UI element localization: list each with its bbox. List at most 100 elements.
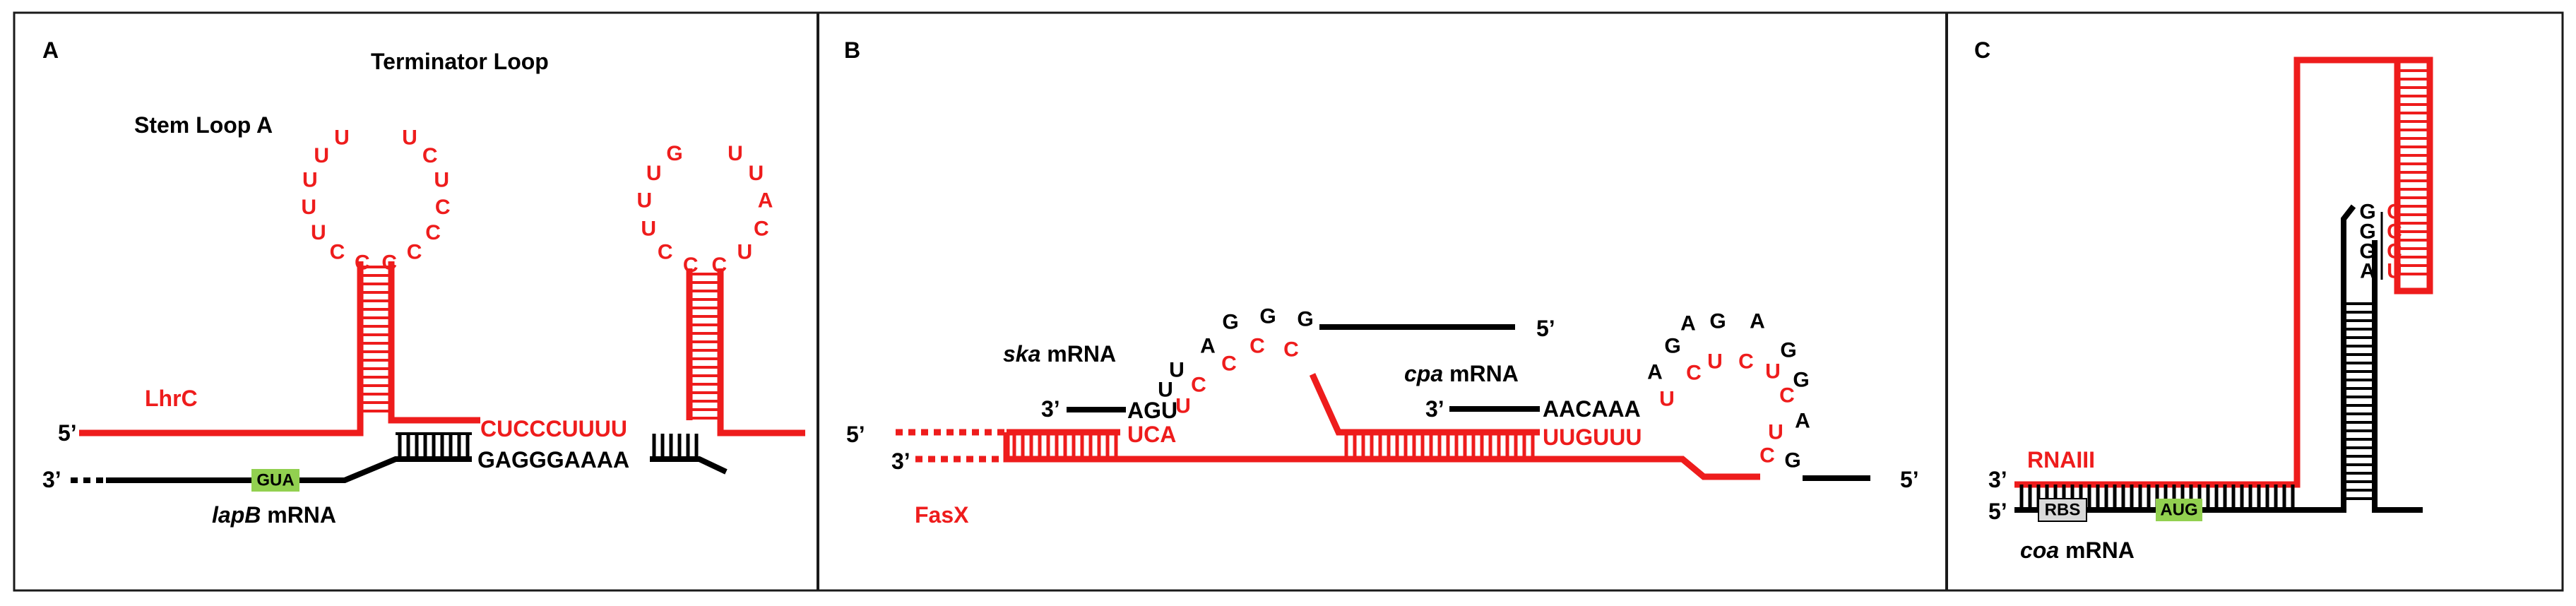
aug-box bbox=[2156, 499, 2202, 521]
loop-a-nucleotide: C bbox=[355, 251, 370, 275]
cpa-loop-red-nucleotide: C bbox=[1779, 384, 1795, 408]
aug-box-label: AUG bbox=[2160, 501, 2197, 520]
loop-a-nucleotide: C bbox=[330, 241, 345, 264]
ska-black-nucleotide: G bbox=[1259, 305, 1276, 328]
stem-loop-a-label: Stem Loop A bbox=[134, 112, 273, 138]
fasx-ska-pairing bbox=[1012, 432, 1118, 459]
ska-red-nucleotide: U bbox=[1175, 395, 1191, 418]
rnaiii-three-prime: 3’ bbox=[1988, 467, 2007, 492]
figure-frame bbox=[13, 11, 2564, 592]
ska-three-prime: 3’ bbox=[1041, 396, 1060, 422]
rnaiii-label: RNAIII bbox=[2027, 447, 2095, 473]
ska-red-nucleotide: C bbox=[1250, 335, 1265, 358]
lhrc-lapb-pairing-2 bbox=[652, 434, 699, 459]
lapb-strand-right bbox=[650, 456, 728, 475]
cpa-loop-red-nucleotide: U bbox=[1768, 421, 1783, 444]
loop-a-nucleotide: U bbox=[311, 221, 326, 244]
loop-b-nucleotide: G bbox=[666, 142, 682, 165]
coa-mrna-label: coa mRNA bbox=[2020, 537, 2135, 563]
loop-b-nucleotide: C bbox=[711, 254, 727, 277]
cpa-loop-red-nucleotide: U bbox=[1765, 360, 1781, 384]
loop-b-nucleotide: C bbox=[658, 240, 673, 263]
coa-black-nucleotide: A bbox=[2360, 260, 2375, 283]
lhrc-strand-right bbox=[717, 268, 805, 436]
rnaiii-hairpin-rungs bbox=[2397, 69, 2430, 275]
cpa-loop-red-nucleotide: C bbox=[1759, 444, 1775, 468]
loop-a-nucleotide: C bbox=[381, 251, 397, 275]
panel-a: A Terminator Loop Stem Loop A UCUCCCCCCU… bbox=[42, 37, 805, 528]
loop-a-nucleotide: U bbox=[334, 126, 350, 149]
cpa-loop-black-nucleotide: G bbox=[1784, 449, 1800, 473]
rnaiii-red-nucleotide: C bbox=[2387, 240, 2402, 263]
cpa-loop-black-nucleotide: G bbox=[1793, 369, 1809, 392]
lhrc-red-sequence: CUCCCUUUU bbox=[480, 416, 627, 441]
ska-black-nucleotide: U bbox=[1158, 379, 1173, 402]
cpa-loop-black-nucleotide: A bbox=[1647, 361, 1663, 384]
ska-black-nucleotide: A bbox=[1200, 335, 1216, 358]
lapb-mrna-label: lapB mRNA bbox=[212, 502, 336, 528]
cpa-three-prime: 3’ bbox=[1425, 396, 1444, 422]
loop-a-nucleotide: U bbox=[434, 169, 449, 192]
terminator-stem-rungs bbox=[689, 273, 720, 420]
loop-b-nucleotide: C bbox=[683, 254, 699, 277]
fasx-cpa-pairing bbox=[1344, 432, 1535, 459]
lhrc-strand-mid bbox=[388, 261, 480, 424]
panel-a-letter: A bbox=[42, 37, 59, 63]
loop-a-nucleotide: C bbox=[435, 196, 451, 219]
terminator-loop-label: Terminator Loop bbox=[371, 49, 549, 74]
loop-b-nucleotide: U bbox=[637, 189, 653, 212]
lhrc-five-prime: 5’ bbox=[58, 420, 77, 446]
ska-red-nucleotide: C bbox=[1283, 338, 1299, 362]
ska-black-nucleotide: G bbox=[1222, 311, 1238, 334]
rnaiii-red-nucleotide: U bbox=[2387, 260, 2402, 283]
loop-b-nucleotide: A bbox=[758, 189, 773, 212]
cpa-loop-black-nucleotide: G bbox=[1709, 310, 1726, 333]
loop-a-nucleotide: U bbox=[314, 144, 329, 167]
ska-five-prime: 5’ bbox=[1536, 316, 1555, 341]
lhrc-label: LhrC bbox=[145, 386, 198, 411]
loop-a-nucleotide: U bbox=[302, 169, 318, 192]
loop-a-nucleotide: C bbox=[425, 221, 441, 244]
ska-red-nucleotide: C bbox=[1191, 374, 1206, 397]
ska-black-nucleotide: G bbox=[1297, 308, 1313, 331]
ska-red-sequence: UCA bbox=[1127, 422, 1176, 447]
coa-hairpin-rungs bbox=[2344, 302, 2375, 500]
cpa-loop-black-nucleotide: A bbox=[1680, 312, 1696, 335]
rnaiii-coa-pairing bbox=[2019, 485, 2295, 510]
cpa-black-sequence: AACAAA bbox=[1543, 396, 1641, 422]
cpa-loop-red-nucleotide: U bbox=[1659, 388, 1675, 411]
cpa-loop-red-nucleotide: C bbox=[1686, 362, 1702, 385]
rbs-box-label: RBS bbox=[2045, 501, 2081, 520]
cpa-red-sequence: UUGUUU bbox=[1543, 424, 1642, 450]
loop-b-nucleotide: U bbox=[646, 162, 662, 185]
cpa-loop-red-nucleotide: C bbox=[1738, 350, 1754, 374]
ska-mrna-label: ska mRNA bbox=[1003, 341, 1116, 367]
fasx-backbone bbox=[1003, 432, 1760, 480]
loop-a-nucleotide: C bbox=[407, 241, 422, 264]
loop-b-nucleotide: U bbox=[737, 240, 752, 263]
panel-c-letter: C bbox=[1974, 37, 1990, 63]
lapb-black-sequence: GAGGGAAAA bbox=[477, 447, 629, 473]
loop-b-nucleotide: C bbox=[754, 217, 769, 240]
rnaiii-red-nucleotide: C bbox=[2387, 220, 2402, 244]
lapb-three-prime: 3’ bbox=[42, 467, 61, 492]
coa-black-nucleotide: G bbox=[2359, 240, 2375, 263]
cpa-loop-red-nucleotide: U bbox=[1707, 350, 1723, 374]
cpa-loop-black-nucleotide: A bbox=[1750, 310, 1765, 333]
ska-red-nucleotide: C bbox=[1221, 352, 1237, 376]
cpa-five-prime: 5’ bbox=[1900, 467, 1919, 492]
coa-black-nucleotide: G bbox=[2359, 220, 2375, 244]
loop-a-nucleotide: U bbox=[301, 196, 316, 219]
gua-box-label: GUA bbox=[256, 471, 294, 490]
gua-box bbox=[251, 469, 299, 492]
panel-b-letter: B bbox=[844, 37, 860, 63]
ska-black-sequence: AGU bbox=[1127, 398, 1177, 423]
